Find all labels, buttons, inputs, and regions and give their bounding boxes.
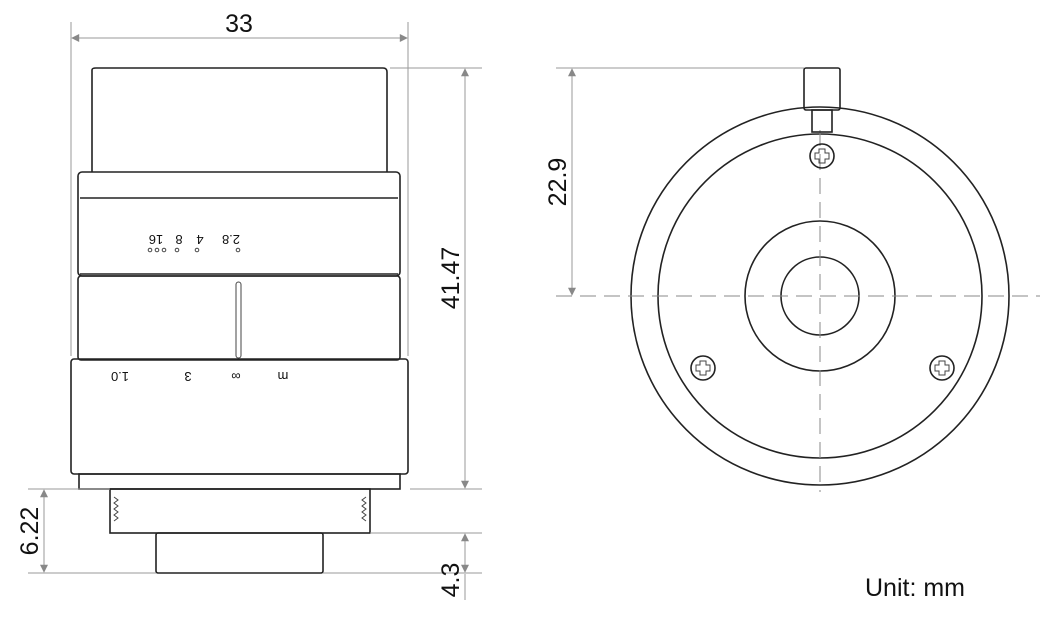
aperture-8: 8 xyxy=(175,232,182,247)
dim-flange: 4.3 xyxy=(323,532,482,600)
focus-scale: 1.0 3 ∞ m xyxy=(111,369,288,384)
screw-left xyxy=(690,355,716,381)
dim-width-label: 33 xyxy=(225,10,253,38)
front-view: 22.9 xyxy=(544,67,1040,492)
aperture-4: 4 xyxy=(196,232,203,247)
side-view: 2.8 4 8 16 1.0 3 ∞ m 33 xyxy=(16,10,482,600)
focus-1-0: 1.0 xyxy=(111,369,129,384)
dim-mount-label: 6.22 xyxy=(16,507,44,556)
aperture-2-8: 2.8 xyxy=(222,232,240,247)
focus-unit-m: m xyxy=(278,369,289,384)
screw-right xyxy=(929,355,955,381)
aperture-dots xyxy=(147,247,241,253)
screw-top xyxy=(809,143,835,169)
c-mount-thread xyxy=(109,488,371,534)
dim-height-label: 41.47 xyxy=(437,247,465,310)
lens-hood xyxy=(91,67,388,172)
focus-ring xyxy=(77,275,401,361)
aperture-16: 16 xyxy=(149,232,163,247)
thread-left xyxy=(113,496,119,522)
thread-right xyxy=(361,496,367,522)
focus-3: 3 xyxy=(184,369,191,384)
aperture-ring xyxy=(77,171,401,277)
barrel-base xyxy=(78,473,401,490)
dim-width: 33 xyxy=(70,10,409,356)
unit-label: Unit: mm xyxy=(865,574,965,602)
aperture-scale: 2.8 4 8 16 xyxy=(147,232,241,253)
dim-height: 41.47 xyxy=(390,67,482,490)
dim-center-height-label: 22.9 xyxy=(544,158,572,207)
dim-mount: 6.22 xyxy=(16,488,156,574)
focus-infinity: ∞ xyxy=(231,369,240,384)
dim-flange-label: 4.3 xyxy=(437,563,465,598)
lock-screw xyxy=(803,67,841,133)
dim-center-height: 22.9 xyxy=(544,67,804,296)
index-mark xyxy=(235,281,242,359)
rear-element xyxy=(155,532,324,574)
